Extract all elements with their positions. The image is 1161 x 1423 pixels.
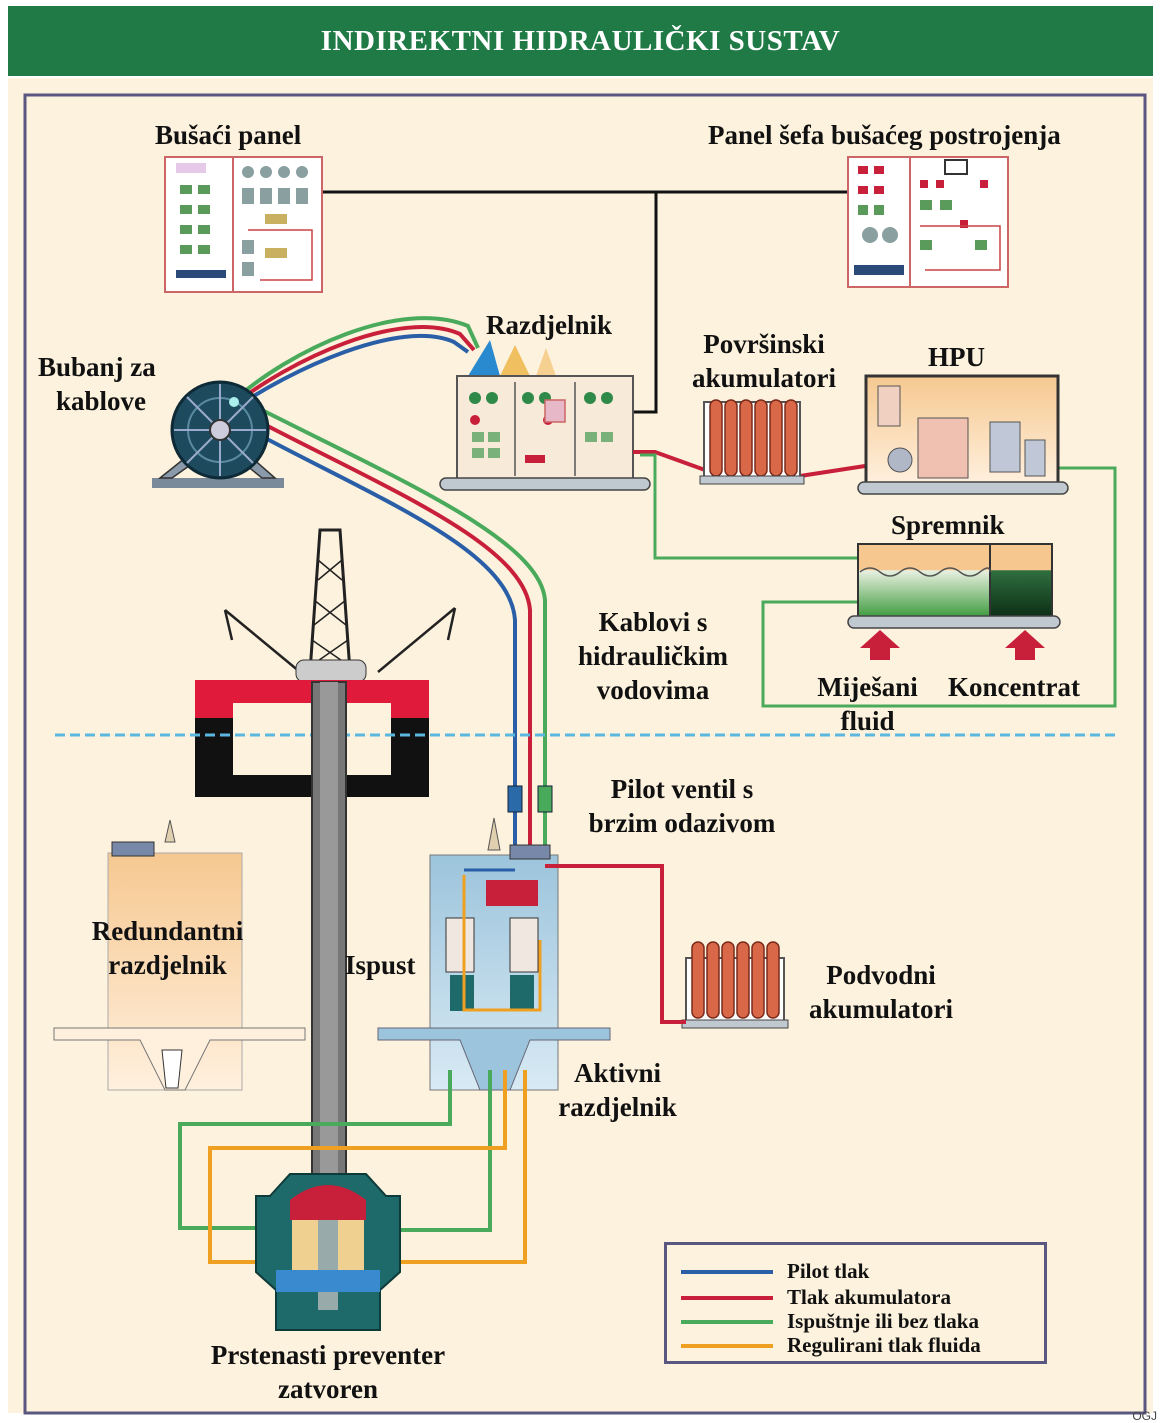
legend-label: Regulirani tlak fluida [787,1333,981,1357]
label-toolpusher-panel: Panel šefa bušaćeg postrojenja [708,120,1061,150]
hpu-unit [857,374,1069,495]
surface-accumulator-bank [699,399,805,485]
subsea-accumulator-bank [681,941,789,1029]
label-vent: Ispust [345,950,416,980]
label-reservoir: Spremnik [891,510,1005,540]
hose-bundle [249,408,547,882]
label-hpu: HPU [928,342,985,372]
legend-label: Ispuštnje ili bez tlaka [787,1309,979,1333]
reservoir-tank [847,543,1061,629]
toolpusher-panel [847,156,1009,288]
legend-label: Pilot tlak [787,1259,870,1283]
active-pod [377,785,611,1091]
control-wiring [322,190,848,414]
legend-label: Tlak akumulatora [787,1285,951,1309]
surface-manifold [439,340,651,491]
legend-swatch [681,1344,773,1348]
fill-arrows [860,630,1045,660]
legend-swatch [681,1320,773,1324]
legend-swatch [681,1270,773,1274]
bop-control-lines [178,1070,527,1264]
subsea-accumulator-line [545,864,686,1024]
title-banner: INDIREKTNI HIDRAULIČKI SUSTAV [8,6,1153,76]
inner-frame [23,93,1147,1415]
label-concentrate: Koncentrat [948,672,1080,702]
diagram-title: INDIREKTNI HIDRAULIČKI SUSTAV [320,25,841,57]
label-manifold: Razdjelnik [486,310,613,340]
corner-mark: OGJ [1132,1409,1157,1423]
redundant-pod [53,819,306,1091]
annular-preventer [255,1173,401,1331]
surface-piping [633,450,1117,708]
drilling-panel [164,156,323,293]
hose-reel [152,380,284,488]
legend: Pilot tlak Tlak akumulatora Ispuštnje il… [664,1242,1047,1364]
label-drilling-panel: Bušaći panel [155,120,302,150]
legend-swatch [681,1296,773,1300]
reel-to-manifold-hoses [230,316,480,412]
